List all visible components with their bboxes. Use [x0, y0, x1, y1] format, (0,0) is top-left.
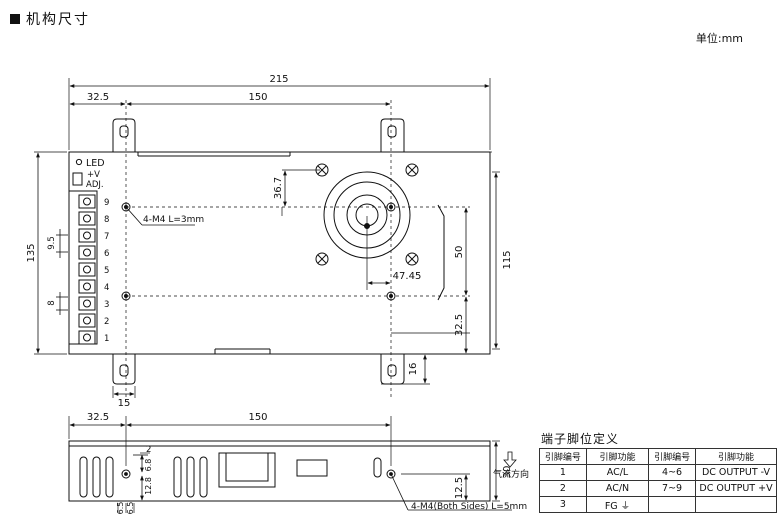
- terminal-numbers: 9 8 7 6 5 4 3 2 1: [104, 198, 109, 344]
- column-header: 引脚编号: [648, 448, 697, 465]
- title-square-icon: [10, 14, 20, 24]
- side-dim-hole-span: 150: [248, 412, 267, 423]
- pin-number-cell: [648, 496, 697, 513]
- column-header: 引脚编号: [539, 448, 587, 465]
- terminal-number: 2: [104, 317, 109, 327]
- dim-height-right: 115: [502, 250, 513, 269]
- dim-hole-horizontal: 47.45: [393, 271, 422, 282]
- terminal-number: 6: [104, 249, 109, 259]
- side-dim-6-5b: 6.5: [126, 502, 135, 515]
- dim-fan-offset: 36.7: [273, 177, 284, 199]
- dim-hole-span: 150: [248, 92, 267, 103]
- side-screw-hole: [121, 469, 131, 479]
- dim-hole-vertical: 50: [454, 246, 465, 259]
- pin-function-cell: [695, 496, 777, 513]
- mounting-foot-top-right: [380, 118, 405, 152]
- terminal-number: 1: [104, 334, 109, 344]
- dim-height: 135: [26, 243, 37, 262]
- table-row: 1 AC/L 4~6 DC OUTPUT -V: [539, 464, 777, 481]
- side-dim-6-5a: 6.5: [116, 502, 125, 515]
- side-dim-2: 2: [146, 445, 151, 455]
- pin-number-cell: 3: [539, 496, 587, 513]
- dim-foot-width: 15: [118, 398, 131, 409]
- page-title-text: 机构尺寸: [26, 12, 90, 28]
- table-row: 3 FG ⏚: [539, 496, 777, 513]
- terminal-number: 7: [104, 232, 109, 242]
- terminal-number: 9: [104, 198, 109, 208]
- pin-function-cell: AC/L: [585, 464, 650, 481]
- units-label: 单位:mm: [695, 32, 743, 45]
- mounting-foot-bottom-right: [380, 354, 405, 385]
- column-header: 引脚功能: [695, 448, 777, 465]
- pin-function-cell: DC OUTPUT +V: [695, 480, 777, 497]
- led-label: LED: [86, 158, 105, 169]
- table-row: 2 AC/N 7~9 DC OUTPUT +V: [539, 480, 777, 497]
- adj-plus-v-label: +V: [87, 170, 100, 180]
- side-view: [68, 416, 517, 513]
- side-dim-height: 30: [502, 466, 513, 479]
- side-dim-12-8: 12.8: [144, 477, 153, 495]
- pin-function-cell: FG ⏚: [585, 496, 650, 513]
- side-dim-left-offset: 32.5: [87, 412, 109, 423]
- pin-function-cell: DC OUTPUT -V: [695, 464, 777, 481]
- terminal-number: 8: [104, 215, 109, 225]
- airflow-arrow-icon: [503, 451, 517, 468]
- terminal-number: 3: [104, 300, 109, 310]
- adj-label: ADJ.: [86, 180, 104, 190]
- pin-number-cell: 7~9: [648, 480, 697, 497]
- psu-side-outline: [68, 440, 491, 502]
- column-header: 引脚功能: [585, 448, 650, 465]
- led-indicator-icon: [75, 158, 83, 166]
- pin-number-cell: 1: [539, 464, 587, 481]
- dim-left-offset: 32.5: [87, 92, 109, 103]
- mounting-foot-top-left: [112, 118, 136, 152]
- pin-function-cell: AC/N: [585, 480, 650, 497]
- top-view: [34, 78, 500, 400]
- airflow-label: 气流方向: [493, 468, 529, 480]
- table-header-row: 引脚编号 引脚功能 引脚编号 引脚功能: [539, 448, 777, 465]
- pin-table-title: 端子脚位定义: [541, 432, 620, 446]
- top-screw-note: 4-M4 L=3mm: [143, 215, 204, 225]
- pin-number-cell: 4~6: [648, 464, 697, 481]
- dim-pin-pitch: 9.5: [47, 236, 57, 250]
- side-dim-6-8: 6.8: [144, 459, 153, 472]
- dim-pin-width: 8: [47, 300, 57, 305]
- mounting-foot-bottom-left: [112, 354, 136, 385]
- page-title: 机构尺寸: [10, 9, 90, 29]
- side-dim-hole-height: 12.5: [454, 477, 465, 499]
- terminal-number: 4: [104, 283, 109, 293]
- terminal-block: [68, 190, 98, 345]
- pin-definition-table: 引脚编号 引脚功能 引脚编号 引脚功能 1 AC/L 4~6 DC OUTPUT…: [539, 448, 777, 513]
- dim-foot-height: 16: [408, 363, 419, 376]
- voltage-adjust-pot: [72, 172, 83, 186]
- pin-number-cell: 2: [539, 480, 587, 497]
- side-screw-note: 4-M4(Both Sides) L=5mm: [411, 502, 527, 512]
- dim-bottom-offset: 32.5: [454, 314, 465, 336]
- terminal-number: 5: [104, 266, 109, 276]
- dim-overall-length: 215: [269, 74, 288, 85]
